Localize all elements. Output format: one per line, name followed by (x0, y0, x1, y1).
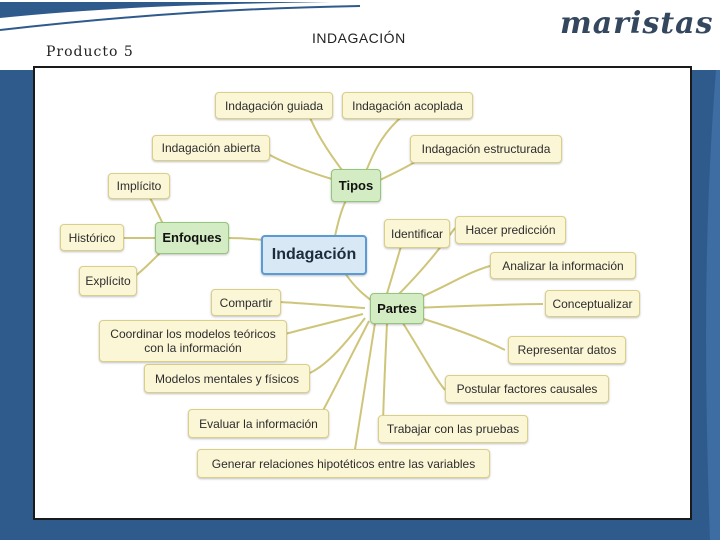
node-historico: Histórico (60, 224, 124, 251)
node-explicito: Explícito (79, 266, 137, 296)
node-conceptualizar: Conceptualizar (545, 290, 640, 317)
side-decoration (706, 70, 720, 540)
node-postular-factores-causales: Postular factores causales (445, 375, 609, 403)
node-hacer-prediccion: Hacer predicción (455, 216, 566, 244)
node-enfoques: Enfoques (155, 222, 229, 254)
node-indagacion-estructurada: Indagación estructurada (410, 135, 562, 163)
node-indagacion-acoplada: Indagación acoplada (342, 92, 473, 119)
node-partes: Partes (370, 293, 424, 324)
node-tipos: Tipos (331, 169, 381, 202)
node-identificar: Identificar (384, 219, 450, 248)
node-coordinar-modelos: Coordinar los modelos teóricos con la in… (99, 320, 287, 362)
header-swoosh-decoration (0, 2, 361, 31)
node-analizar-la-informacion: Analizar la información (490, 252, 636, 279)
node-evaluar-la-informacion: Evaluar la información (188, 409, 329, 438)
product-label: Producto 5 (46, 44, 134, 60)
node-modelos-mentales: Modelos mentales y físicos (144, 364, 310, 393)
brand-logo: maristas (560, 6, 714, 41)
slide-header: Producto 5 INDAGACIÓN maristas (0, 0, 720, 70)
node-indagacion-guiada: Indagación guiada (215, 92, 333, 119)
node-indagacion-abierta: Indagación abierta (152, 135, 270, 161)
node-indagacion-center: Indagación (261, 235, 367, 275)
node-trabajar-con-las-pruebas: Trabajar con las pruebas (378, 415, 528, 443)
mind-map-frame: Indagación guiada Indagación acoplada In… (33, 66, 692, 520)
node-compartir: Compartir (211, 289, 281, 316)
slide-title: INDAGACIÓN (312, 30, 406, 46)
node-generar-relaciones: Generar relaciones hipotéticos entre las… (197, 449, 490, 478)
node-implicito: Implícito (108, 173, 170, 199)
node-representar-datos: Representar datos (508, 336, 626, 364)
